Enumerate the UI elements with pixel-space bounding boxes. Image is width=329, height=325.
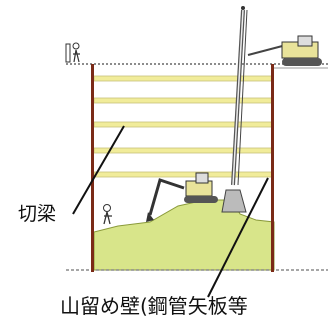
strut-leader-line xyxy=(72,125,125,215)
strut-1 xyxy=(93,75,273,82)
strut-label: 切梁 xyxy=(18,203,57,225)
crawler-crane-icon xyxy=(247,35,322,66)
soil-mound xyxy=(93,199,275,271)
retaining-wall-label: 山留め壁(鋼管矢板等 xyxy=(60,294,248,318)
surveyor-icon xyxy=(65,42,80,63)
crane-mast xyxy=(231,6,248,186)
strut-5 xyxy=(93,171,273,178)
wall-leader-line xyxy=(207,177,269,298)
retaining-wall-right xyxy=(271,64,274,272)
strut-2 xyxy=(93,97,273,104)
excavator-icon xyxy=(146,172,218,222)
worker-icon xyxy=(103,204,112,225)
strut-3 xyxy=(93,121,273,128)
retaining-wall-left xyxy=(91,64,94,272)
strut-group xyxy=(93,75,273,178)
strut-4 xyxy=(93,147,273,154)
crane-grab-icon xyxy=(221,189,247,213)
